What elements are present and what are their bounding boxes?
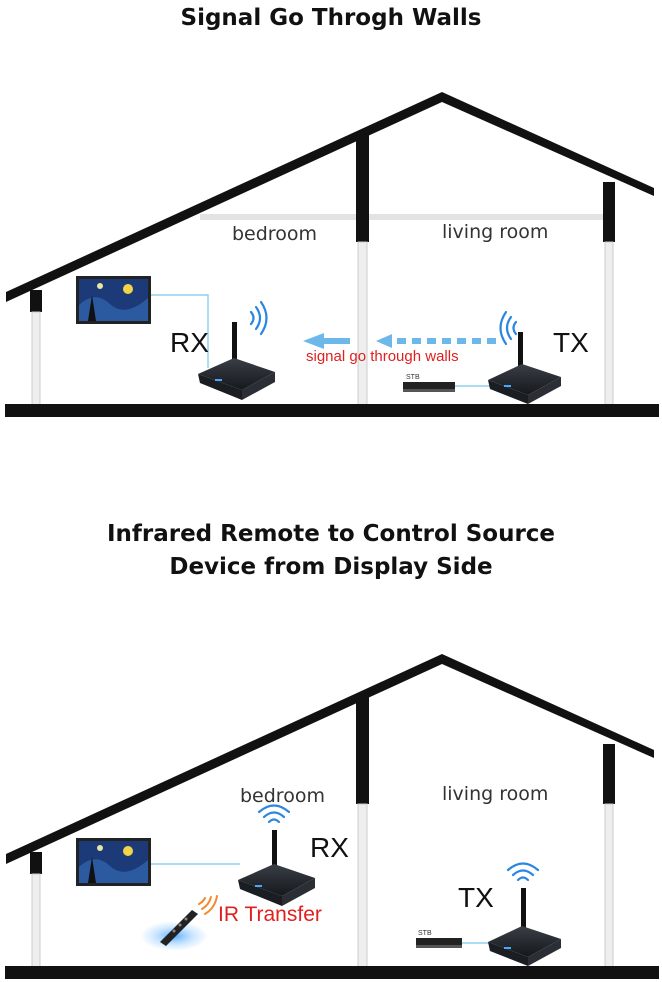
center-wall-upper: [356, 696, 369, 804]
room-label-living-room: living room: [442, 221, 548, 243]
hdmi-cable-rx: [151, 294, 209, 368]
house-structure: [5, 92, 659, 417]
house-structure: [5, 654, 659, 979]
wifi-icon: [499, 310, 518, 346]
left-wall-upper: [30, 852, 42, 874]
right-wall-lower: [604, 241, 614, 406]
left-wall-upper: [30, 290, 42, 312]
house-diagram-ir: bedroom living room RX IR Transfer: [5, 654, 659, 979]
tv-display: [76, 276, 151, 324]
floor: [5, 404, 659, 417]
diagram2-title: Infrared Remote to Control Source Device…: [0, 518, 662, 584]
ir-signal-icon: [198, 895, 218, 915]
right-wall-upper: [603, 744, 615, 804]
ir-transfer-label: IR Transfer: [218, 903, 322, 926]
rx-receiver-box: [238, 830, 315, 906]
diagram2-title-line2: Device from Display Side: [169, 554, 493, 580]
tx-label: TX: [458, 882, 494, 913]
left-wall-lower: [31, 311, 41, 406]
set-top-box: STB: [403, 374, 455, 392]
ir-remote: [140, 910, 208, 951]
room-label-bedroom: bedroom: [240, 785, 325, 807]
diagram2-title-line1: Infrared Remote to Control Source: [106, 521, 556, 547]
rx-label: RX: [170, 327, 209, 358]
right-wall-upper: [603, 182, 615, 242]
svg-text:STB: STB: [418, 930, 432, 937]
tx-transmitter-box: [488, 888, 561, 966]
tx-label: TX: [553, 327, 589, 358]
diagram1-title: Signal Go Throgh Walls: [180, 5, 482, 31]
ceiling-right: [369, 214, 603, 220]
left-wall-lower: [31, 873, 41, 968]
rx-label: RX: [310, 832, 349, 863]
tx-transmitter-box: [488, 332, 561, 404]
ceiling-left: [200, 214, 356, 220]
svg-text:STB: STB: [406, 374, 420, 381]
set-top-box: STB: [416, 930, 462, 948]
floor: [5, 966, 659, 979]
wifi-icon: [506, 862, 540, 882]
room-label-bedroom: bedroom: [232, 223, 317, 245]
right-wall-lower: [604, 803, 614, 968]
house-diagram-signal: bedroom living room RX signal go through…: [5, 92, 659, 417]
wifi-icon: [249, 300, 268, 336]
center-wall-upper: [356, 134, 369, 242]
center-wall-lower: [357, 241, 368, 406]
room-label-living-room: living room: [442, 783, 548, 805]
rx-receiver-box: [198, 322, 275, 400]
center-wall-lower: [357, 803, 368, 968]
tv-display: [76, 838, 151, 886]
roof: [6, 92, 654, 302]
signal-arrow: [303, 333, 496, 349]
wifi-icon: [257, 804, 291, 824]
signal-through-walls-label: signal go through walls: [306, 348, 459, 365]
